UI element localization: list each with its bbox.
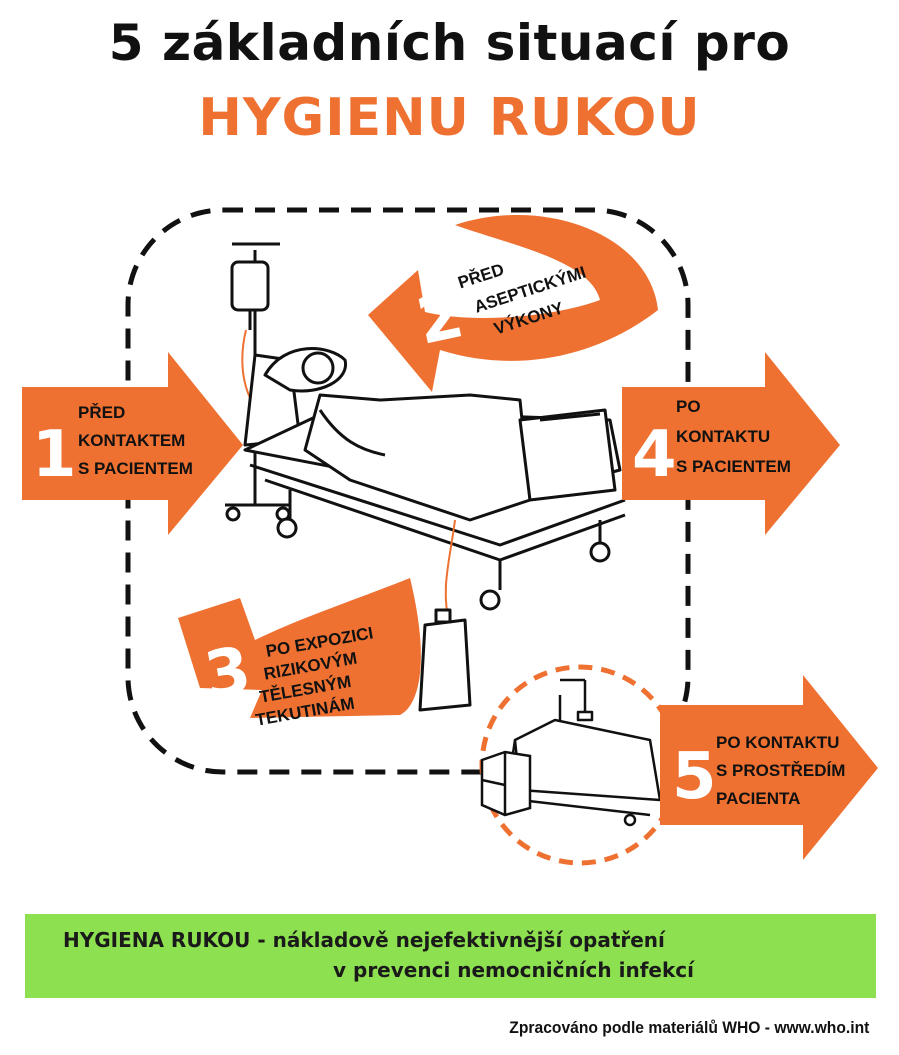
title-line-1: 5 základních situací pro (108, 14, 791, 72)
moment-4-arrow (622, 352, 840, 535)
bedside-cabinet-icon (480, 750, 532, 817)
moment-2-arrow (368, 214, 658, 392)
moment-3-arrow (178, 578, 421, 718)
moment-4-label-line: S PACIENTEM (676, 457, 791, 476)
svg-text:PŘED KONTAKTEM S PACIE: PŘED KONTAKTEM S PACIENTEM (78, 403, 193, 478)
banner-line-1: HYGIENA RUKOU - nákladově nejefektivnějš… (63, 928, 665, 952)
moment-5-label-line: PO KONTAKTU (716, 733, 839, 752)
moment-1-label-line: S PACIENTEM (78, 459, 193, 478)
moment-5-number: 5 (672, 740, 717, 814)
moment-5-arrow (660, 675, 878, 860)
patient-in-bed-icon (243, 347, 626, 712)
moment-1-label-line: PŘED (78, 403, 125, 422)
key-message-banner: HYGIENA RUKOU - nákladově nejefektivnějš… (25, 914, 876, 998)
moment-1-number: 1 (32, 418, 77, 492)
source-credit: Zpracováno podle materiálů WHO - www.who… (508, 1018, 869, 1037)
moment-4-label-line: KONTAKTU (676, 427, 770, 446)
title-line-2: HYGIENU RUKOU (198, 88, 701, 148)
moment-4-number: 4 (632, 418, 677, 492)
moment-5-label-line: S PROSTŘEDÍM (716, 761, 845, 780)
moment-1-arrow (22, 352, 243, 535)
moment-5-label-line: PACIENTA (716, 789, 800, 808)
svg-text:PO KONTAKTU S PACIENTE: PO KONTAKTU S PACIENTEM (676, 397, 791, 476)
svg-text:PO KONTAKTU S PROSTŘEDÍM: PO KONTAKTU S PROSTŘEDÍM PACIENTA (716, 733, 850, 808)
moment-1-label-line: KONTAKTEM (78, 431, 185, 450)
moment-2-label-line: PŘED (456, 260, 507, 293)
banner-line-2: v prevenci nemocničních infekcí (333, 958, 694, 982)
moment-4-label-line: PO (676, 397, 701, 416)
